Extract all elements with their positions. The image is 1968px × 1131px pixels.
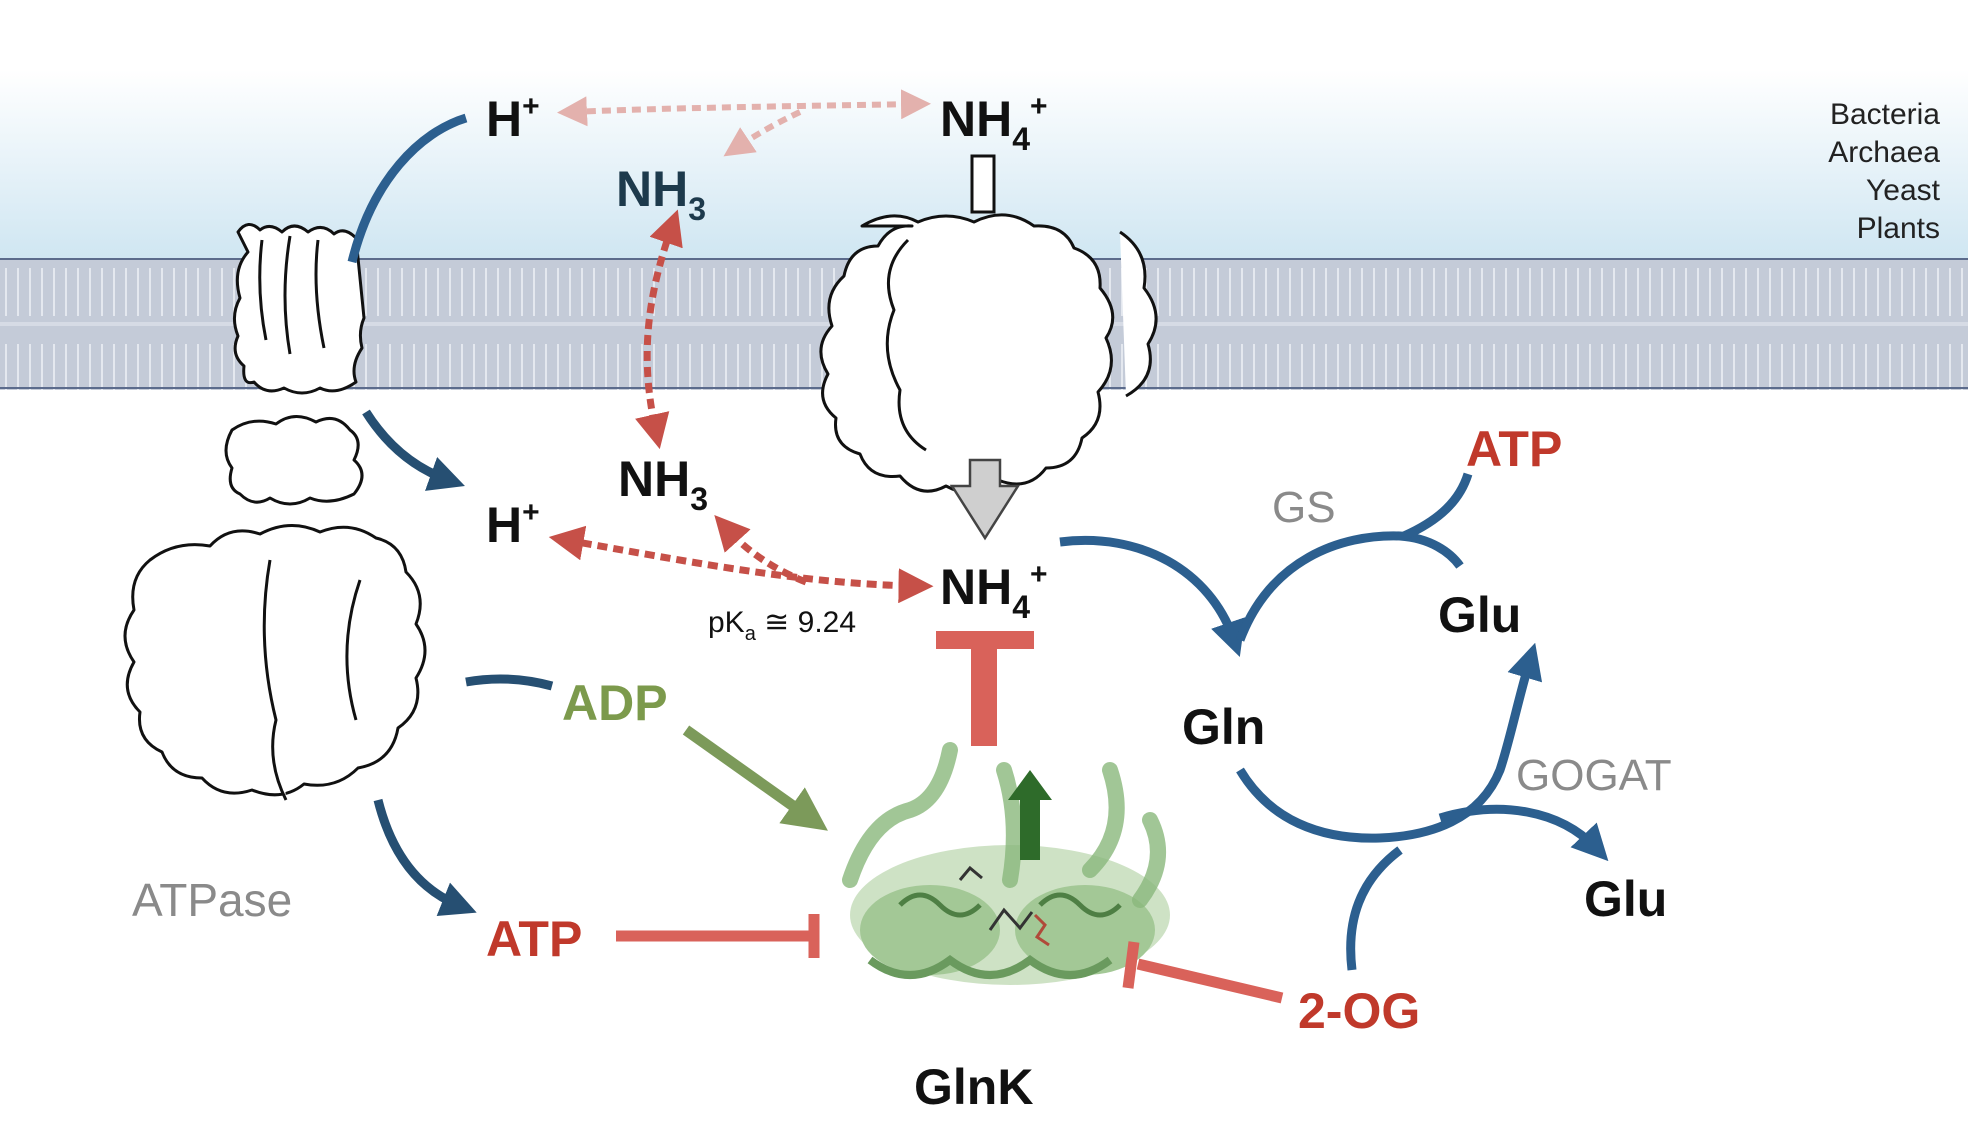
glnk-label: GlnK bbox=[914, 1059, 1033, 1115]
transport-output-arrow bbox=[949, 458, 1021, 541]
adp-activation-arrow bbox=[682, 725, 828, 831]
gogat-output-arrow bbox=[1438, 804, 1609, 862]
intracellular-equilibrium-arrow bbox=[548, 525, 934, 604]
organism-item: Archaea bbox=[1828, 136, 1940, 169]
atpase-protein bbox=[123, 223, 427, 801]
intracellular-ammonium-label: NH4+ bbox=[940, 558, 1048, 625]
organism-item: Yeast bbox=[1866, 174, 1941, 207]
transport-channel-stem bbox=[970, 154, 996, 214]
gs-reaction-arc bbox=[1235, 531, 1464, 642]
proton-export-arrow bbox=[347, 113, 468, 264]
atpase-atp-arrow bbox=[373, 798, 477, 917]
glu-bottom-label: Glu bbox=[1584, 871, 1667, 927]
intracellular-ammonia-arrow bbox=[714, 514, 808, 586]
ammonium-transporter-protein bbox=[819, 213, 1158, 495]
atpase-adp-link bbox=[465, 674, 554, 691]
glnk-protein-structure bbox=[842, 742, 1170, 985]
proton-import-arrow bbox=[362, 409, 465, 491]
organism-list: Bacteria Archaea Yeast Plants bbox=[1828, 98, 1940, 245]
two-og-inhibition-bar bbox=[1122, 941, 1140, 989]
ammonium-to-gln-arrow bbox=[1059, 535, 1246, 658]
extracellular-equilibrium-arrow bbox=[557, 89, 931, 127]
organism-item: Bacteria bbox=[1830, 98, 1940, 131]
cycle-atp-label: ATP bbox=[1466, 421, 1562, 477]
ammonia-diffusion-arrow bbox=[635, 209, 683, 450]
gln-label: Gln bbox=[1182, 699, 1265, 755]
intracellular-proton-label: H+ bbox=[486, 496, 540, 553]
extracellular-ammonium-label: NH4+ bbox=[940, 90, 1048, 157]
gogat-enzyme-label: GOGAT bbox=[1516, 751, 1672, 800]
extracellular-proton-label: H+ bbox=[486, 90, 540, 147]
atpase-label: ATPase bbox=[132, 874, 292, 926]
atp-into-gs-arc bbox=[1402, 472, 1473, 541]
glu-top-label: Glu bbox=[1438, 587, 1521, 643]
extracellular-ammonia-arrow bbox=[723, 109, 802, 157]
two-og-into-gogat-arc bbox=[1346, 846, 1403, 971]
gln-to-gogat-arc bbox=[1236, 642, 1543, 843]
intracellular-ammonia-label: NH3 bbox=[618, 451, 708, 517]
two-og-label: 2-OG bbox=[1298, 983, 1420, 1039]
gs-enzyme-label: GS bbox=[1272, 483, 1336, 532]
organism-item: Plants bbox=[1857, 212, 1940, 245]
pka-label: pKa ≅ 9.24 bbox=[708, 606, 856, 645]
adp-label: ADP bbox=[562, 675, 668, 731]
atp-inhibitor-label: ATP bbox=[486, 911, 582, 967]
extracellular-ammonia-label: NH3 bbox=[616, 161, 706, 227]
two-og-inhibition-line bbox=[1136, 958, 1284, 1004]
